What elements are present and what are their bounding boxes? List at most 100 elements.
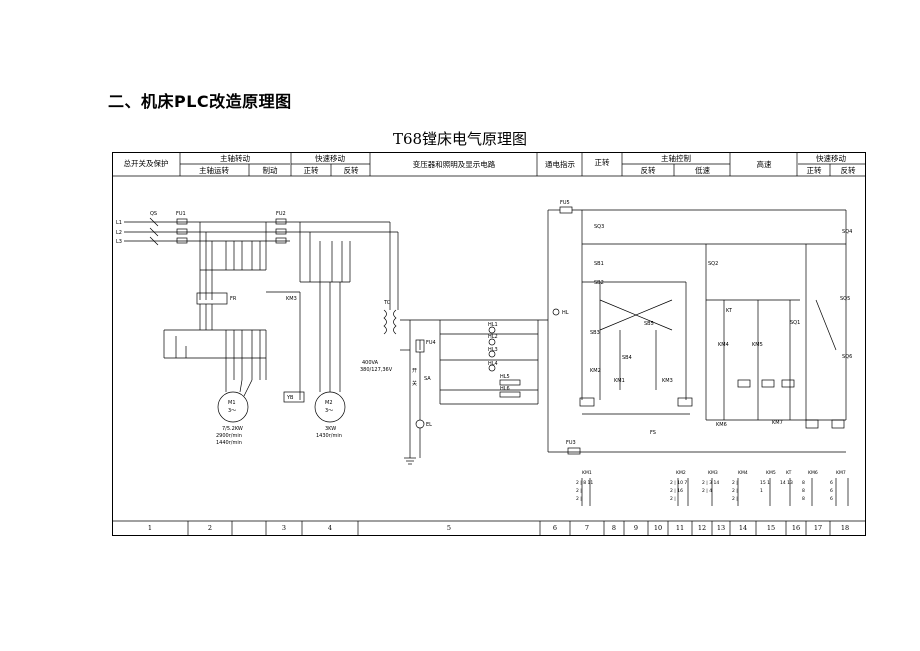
label-sq6: SQ6	[842, 354, 852, 360]
header-forward2: 正转	[594, 158, 610, 167]
contact-table-cell: 6	[830, 496, 833, 502]
label-yb: YB	[286, 395, 294, 401]
contact-table-cell: 2 | 8 11	[576, 480, 593, 486]
label-m1-speed1: 2900r/min	[216, 433, 242, 439]
contact-table-header-km6: KM6	[808, 470, 818, 476]
contact-table-cell: 6	[830, 480, 833, 486]
footer-col-12: 12	[697, 524, 707, 532]
footer-col-4: 4	[327, 524, 333, 532]
header-braking: 制动	[262, 166, 278, 175]
label-sb1: SB1	[594, 261, 604, 267]
footer-col-18: 18	[840, 524, 850, 532]
header-grid	[112, 152, 866, 177]
contact-table-cell: 2 | 10 7	[670, 480, 687, 486]
contact-table-header-kt: KT	[786, 470, 792, 476]
label-m1-speed2: 1440r/min	[216, 440, 242, 446]
contact-table-header-km7: KM7	[836, 470, 846, 476]
contact-table-cell: 2 |	[732, 480, 738, 486]
motor-m1	[217, 391, 249, 423]
footer-col-2: 2	[207, 524, 213, 532]
label-kt: KT	[726, 308, 733, 314]
header-spindle-run: 主轴运转	[199, 166, 229, 175]
label-sa: SA	[424, 376, 431, 382]
label-hl4: HL4	[488, 361, 498, 367]
header-forward3: 正转	[806, 166, 822, 175]
motor-m2	[314, 391, 346, 423]
header-low-speed: 低速	[695, 166, 710, 175]
contact-table: KM1 2 | 8 11 2 | 2 | KM2 2 | 10 7 2 | 16 2 | KM3…	[576, 470, 846, 502]
diagram-title: T68镗床电气原理图	[392, 130, 528, 148]
header-fast-move2: 快速移动	[816, 154, 846, 163]
header-reverse2: 反转	[640, 166, 656, 175]
contact-table-cell: 8	[802, 496, 805, 502]
footer-col-17: 17	[813, 524, 823, 532]
header-reverse3: 反转	[840, 166, 856, 175]
footer-col-5: 5	[446, 524, 452, 532]
contact-table-cell: 8	[802, 480, 805, 486]
fast-motor-branch	[275, 218, 399, 423]
label-fu4: FU4	[426, 340, 436, 346]
footer-col-3: 3	[281, 524, 287, 532]
label-hl6: HL6	[500, 386, 510, 392]
label-sq2: SQ2	[708, 261, 718, 267]
contact-table-cell: 6	[830, 488, 833, 494]
contact-table-lines	[581, 478, 849, 506]
label-m2-spec: 3KW	[325, 426, 336, 432]
contact-table-cell: 2 |	[732, 496, 738, 502]
header-total-switch: 总开关及保护	[123, 159, 169, 168]
contact-table-cell: 2 | 16	[670, 488, 683, 494]
footer-col-9: 9	[633, 524, 639, 532]
contact-table-header-km1: KM1	[582, 470, 592, 476]
label-hl3: HL3	[488, 347, 498, 353]
label-km3a: KM3	[286, 296, 297, 302]
label-fs: FS	[650, 430, 656, 436]
contact-table-cell: 8	[802, 488, 805, 494]
contact-table-header-km5: KM5	[766, 470, 776, 476]
footer-col-6: 6	[552, 524, 558, 532]
label-l1: L1	[116, 220, 122, 226]
footer-col-8: 8	[611, 524, 617, 532]
label-m2: M2	[325, 400, 333, 406]
label-tc: TC	[383, 300, 391, 306]
label-tc-spec: 400VA	[362, 360, 379, 366]
control-circuit	[548, 206, 847, 455]
transformer-branch	[383, 210, 560, 465]
contact-table-cell: 2 | 4	[702, 488, 712, 494]
label-km2-coil: KM2	[590, 368, 601, 374]
label-hl1: HL1	[488, 322, 498, 328]
label-km6-coil: KM6	[716, 422, 727, 428]
schematic-frame	[112, 152, 866, 536]
label-m1: M1	[228, 400, 236, 406]
label-fu1: FU1	[176, 211, 186, 217]
label-hl2: HL2	[488, 334, 498, 340]
contact-table-cell: 2 |	[576, 488, 582, 494]
label-el: EL	[426, 422, 432, 428]
section-title: 二、机床PLC改造原理图	[108, 92, 292, 111]
label-l2: L2	[116, 230, 122, 236]
label-m2-sym: 3～	[325, 408, 333, 414]
footer-col-1: 1	[147, 524, 153, 532]
contact-table-cell: 2 |	[670, 496, 676, 502]
contact-table-cell: 2 |	[732, 488, 738, 494]
label-fu3: FU3	[566, 440, 576, 446]
label-qs: QS	[150, 211, 157, 217]
header-spindle-rotation: 主轴转动	[220, 154, 250, 163]
contact-table-cell: 14 13	[780, 480, 793, 486]
contact-table-header-km2: KM2	[676, 470, 686, 476]
label-sq4: SQ4	[842, 229, 852, 235]
label-km7-coil: KM7	[772, 420, 783, 426]
header-spindle-control: 主轴控制	[661, 154, 691, 163]
footer-grid	[112, 520, 866, 536]
label-m1-spec: 7/5.2KW	[222, 426, 243, 432]
label-km1-coil: KM1	[614, 378, 625, 384]
label-sb3: SB3	[590, 330, 600, 336]
label-fu5: FU5	[560, 200, 570, 206]
header-transformer-lighting: 变压器和照明及显示电路	[412, 160, 496, 169]
contact-table-header-km3: KM3	[708, 470, 718, 476]
label-tc-volt: 380/127,36V	[360, 367, 393, 373]
footer-col-15: 15	[766, 524, 776, 532]
contact-table-header-km4: KM4	[738, 470, 748, 476]
header-fast-move: 快速移动	[315, 154, 345, 163]
label-switch-top: 开	[412, 368, 417, 374]
